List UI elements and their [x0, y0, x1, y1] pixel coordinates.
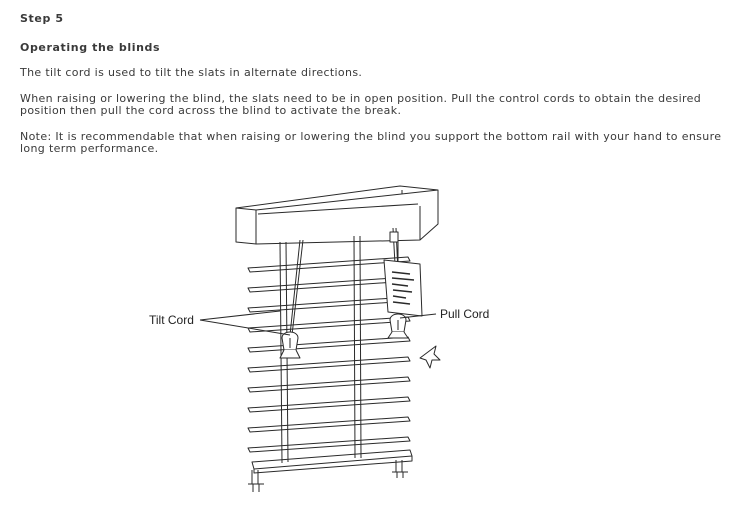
blind-diagram-svg: Tilt Cord Pull Cord — [149, 185, 489, 492]
instruction-paragraph-tilt: The tilt cord is used to tilt the slats … — [20, 66, 363, 79]
blind-slat — [247, 296, 411, 313]
instruction-paragraph-note: Note: It is recommendable that when rais… — [20, 130, 722, 155]
instructions-content: Step 5 Operating the blinds The tilt cor… — [20, 12, 730, 155]
blind-slat — [247, 416, 411, 433]
label-leader-lines — [199, 310, 437, 336]
tilt-cord-label: Tilt Cord — [149, 313, 194, 327]
blind-slat — [247, 396, 411, 413]
bottom-clips — [248, 460, 408, 492]
bottom-rail — [251, 449, 413, 474]
tilt-cord — [279, 239, 304, 359]
section-title: Operating the blinds — [20, 41, 161, 54]
blind-slat — [247, 436, 411, 453]
hold-down-bracket — [419, 345, 441, 369]
blind-slat — [247, 256, 411, 273]
blind-slat — [247, 316, 411, 333]
pull-cord-label: Pull Cord — [440, 307, 489, 321]
ladder-strings — [279, 235, 362, 464]
headrail — [235, 185, 439, 245]
blind-slat — [247, 376, 411, 393]
blind-slat — [247, 336, 411, 353]
instruction-paragraph-raising: When raising or lowering the blind, the … — [20, 92, 702, 117]
warning-tag — [383, 231, 423, 317]
step-heading: Step 5 — [20, 12, 64, 25]
blind-slat — [247, 356, 411, 373]
blind-illustration: Tilt Cord Pull Cord — [140, 180, 510, 500]
